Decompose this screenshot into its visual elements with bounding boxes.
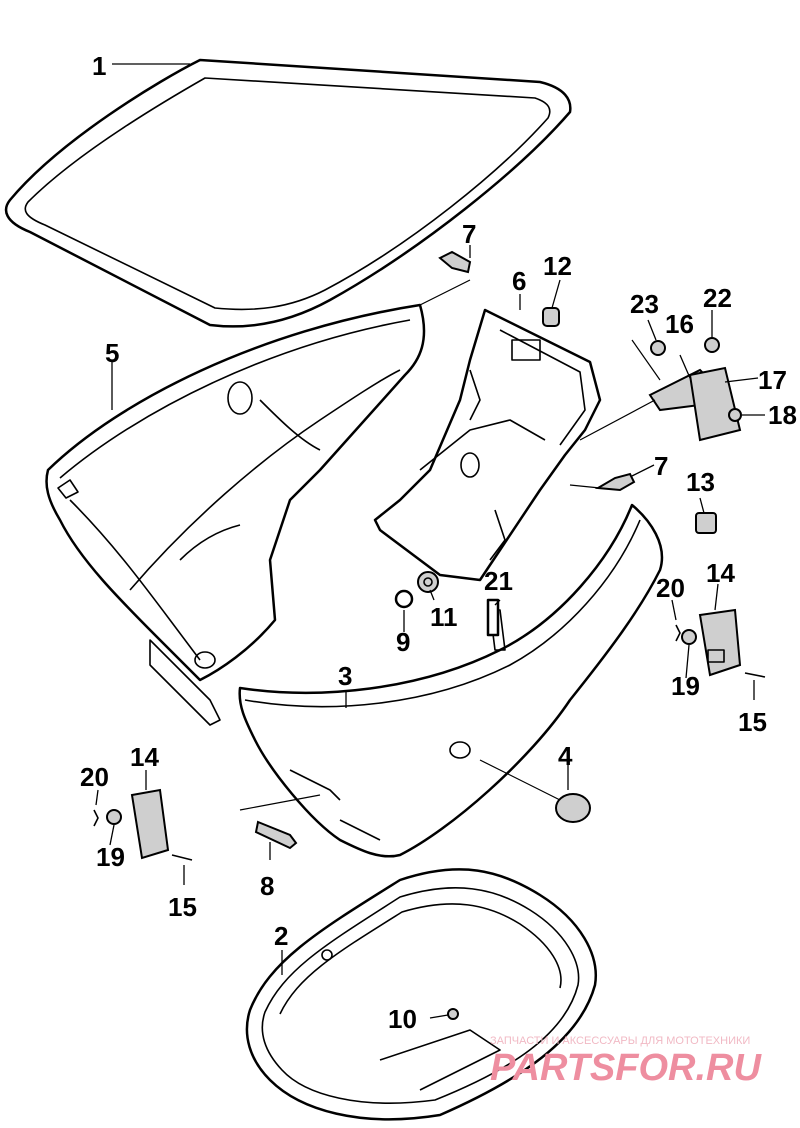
callout-19a: 19	[671, 671, 700, 701]
part-22-screw	[704, 337, 720, 353]
callout-22: 22	[703, 283, 732, 313]
part-23-screw	[650, 340, 666, 356]
callout-11: 11	[430, 602, 458, 632]
part-15b-screw	[171, 854, 193, 861]
dashed-guides	[239, 279, 661, 811]
part-7a-bolt	[438, 250, 472, 274]
callout-15b: 15	[168, 892, 197, 922]
part-21-strip	[486, 598, 500, 637]
callout-labels: 1 5 7 6 12 23 22 16 17 18 7 13 14 20 19 …	[80, 51, 797, 1034]
part-20b-spring	[93, 809, 99, 827]
callout-6: 6	[512, 266, 526, 296]
callout-19b: 19	[96, 842, 125, 872]
callout-14b: 14	[130, 742, 159, 772]
callout-2: 2	[274, 921, 288, 951]
part-13-clip	[695, 512, 717, 534]
part-14a-latch	[698, 608, 742, 677]
callout-16: 16	[665, 309, 694, 339]
part-8-bolt	[254, 820, 298, 850]
callout-7b: 7	[654, 451, 668, 481]
callout-12: 12	[543, 251, 572, 281]
part-3-bottom-cowl	[238, 503, 664, 858]
part-15a-screw	[744, 672, 766, 678]
callout-3: 3	[338, 661, 352, 691]
part-6-bracket-plate	[373, 308, 602, 582]
callout-5: 5	[105, 338, 119, 368]
part-18-screw	[728, 408, 742, 422]
callout-13: 13	[686, 467, 715, 497]
callout-17: 17	[758, 365, 787, 395]
part-19a-washer	[681, 629, 697, 645]
part-14b-latch	[130, 788, 170, 860]
callout-23: 23	[630, 289, 659, 319]
callout-1: 1	[92, 51, 106, 81]
part-10-screw	[447, 1008, 459, 1020]
part-2-bottom-seal	[245, 868, 597, 1121]
part-17-hinge-plate	[688, 366, 742, 442]
part-7b-bolt	[594, 472, 636, 492]
part-11-grommet	[417, 571, 439, 593]
callout-21: 21	[484, 566, 513, 596]
watermark-logo: PARTSFOR.RU	[490, 1047, 762, 1089]
part-1-seal-ring	[4, 58, 572, 328]
watermark: ЗАПЧАСТИ И АКСЕССУАРЫ ДЛЯ МОТОТЕХНИКИ PA…	[490, 1035, 762, 1089]
leader-lines	[95, 63, 765, 1019]
callout-14a: 14	[706, 558, 735, 588]
part-19b-washer	[106, 809, 122, 825]
part-20a-spring	[675, 624, 681, 642]
part-12-grommet	[542, 307, 560, 327]
callout-9: 9	[396, 627, 410, 657]
callout-18: 18	[768, 400, 797, 430]
callout-20a: 20	[656, 573, 685, 603]
part-5-cowl-shell	[45, 303, 426, 726]
watermark-tagline: ЗАПЧАСТИ И АКСЕССУАРЫ ДЛЯ МОТОТЕХНИКИ	[490, 1035, 750, 1047]
callout-4: 4	[558, 741, 573, 771]
callout-8: 8	[260, 871, 274, 901]
part-9-bushing	[394, 589, 414, 609]
callout-15a: 15	[738, 707, 767, 737]
part-4-plug	[555, 793, 591, 823]
callout-20b: 20	[80, 762, 109, 792]
callout-7a: 7	[462, 219, 476, 249]
callout-10: 10	[388, 1004, 417, 1034]
